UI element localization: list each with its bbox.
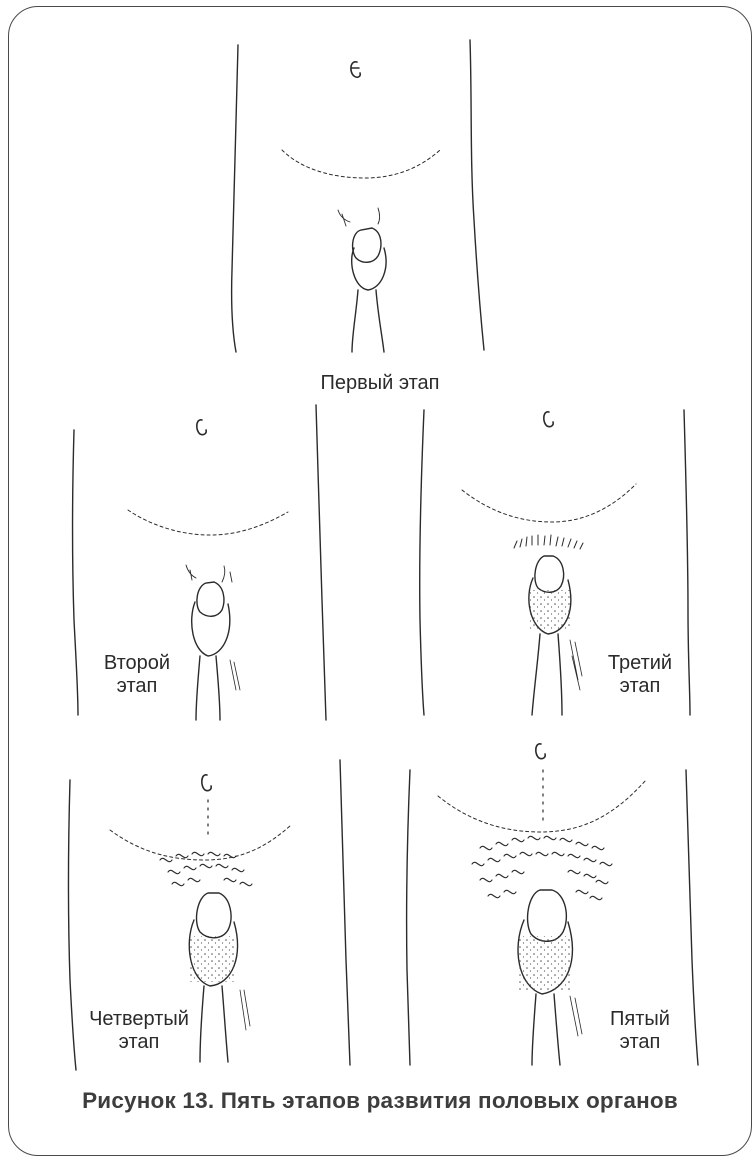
leg-shading [230, 660, 240, 690]
left-thigh-outline [420, 410, 424, 715]
left-thigh-outline [407, 770, 410, 1065]
stage-2-label: Второй этап [82, 652, 192, 698]
groin-line [128, 510, 288, 535]
pubic-hair-tuft [514, 535, 583, 549]
scrotum-outline [352, 248, 386, 290]
inner-thigh-right [222, 986, 228, 1062]
pubic-hair-patch [160, 852, 252, 885]
inner-thigh-right [558, 634, 562, 715]
left-thigh-outline [232, 45, 238, 352]
inner-thigh-right [376, 290, 384, 352]
groin-line [462, 484, 636, 522]
inner-thigh-left [532, 634, 540, 715]
stage-4-label-line1: Четвертый [74, 1008, 204, 1031]
stage-3-label-line1: Третий [585, 652, 695, 675]
leg-shading [240, 990, 250, 1030]
right-thigh-outline [316, 405, 326, 720]
stage-2-label-line1: Второй [82, 652, 192, 675]
penis-outline [353, 228, 381, 262]
penis-outline [535, 556, 564, 592]
stage-4-label-line2: этап [74, 1031, 204, 1054]
navel-icon [544, 412, 553, 427]
pubic-hair-sparse [338, 208, 380, 226]
penis-outline [197, 893, 231, 938]
leg-shading [570, 640, 582, 690]
scrotum-outline [192, 602, 230, 656]
stage-1-label: Первый этап [300, 372, 460, 395]
inner-thigh-left [532, 994, 536, 1065]
penis-outline [528, 890, 567, 941]
stage-5-label-line1: Пятый [590, 1008, 690, 1031]
navel-icon [536, 744, 545, 759]
navel-icon [351, 62, 360, 77]
stage-3-label-line2: этап [585, 675, 695, 698]
stage-4-label: Четвертый этап [74, 1008, 204, 1054]
right-thigh-outline [340, 760, 350, 1065]
left-body-outline [73, 430, 79, 715]
leg-shading [570, 996, 582, 1036]
groin-line [438, 780, 646, 832]
stage-1-drawing [232, 40, 484, 352]
stage-5-label: Пятый этап [590, 1008, 690, 1054]
navel-icon [197, 420, 206, 435]
inner-thigh-right [554, 994, 560, 1065]
right-body-outline [470, 40, 484, 350]
groin-line [282, 150, 440, 178]
stage-1-label-text: Первый этап [320, 372, 439, 394]
inner-thigh-left [352, 290, 358, 352]
stage-2-label-line2: этап [82, 675, 192, 698]
pubic-hair-sparse [186, 565, 232, 582]
penis-outline [197, 582, 224, 616]
figure-caption: Рисунок 13. Пять этапов развития половых… [30, 1088, 730, 1114]
inner-thigh-left [196, 656, 200, 720]
stage-5-label-line2: этап [590, 1031, 690, 1054]
stage-3-label: Третий этап [585, 652, 695, 698]
navel-icon [202, 775, 211, 791]
inner-thigh-right [216, 656, 220, 720]
